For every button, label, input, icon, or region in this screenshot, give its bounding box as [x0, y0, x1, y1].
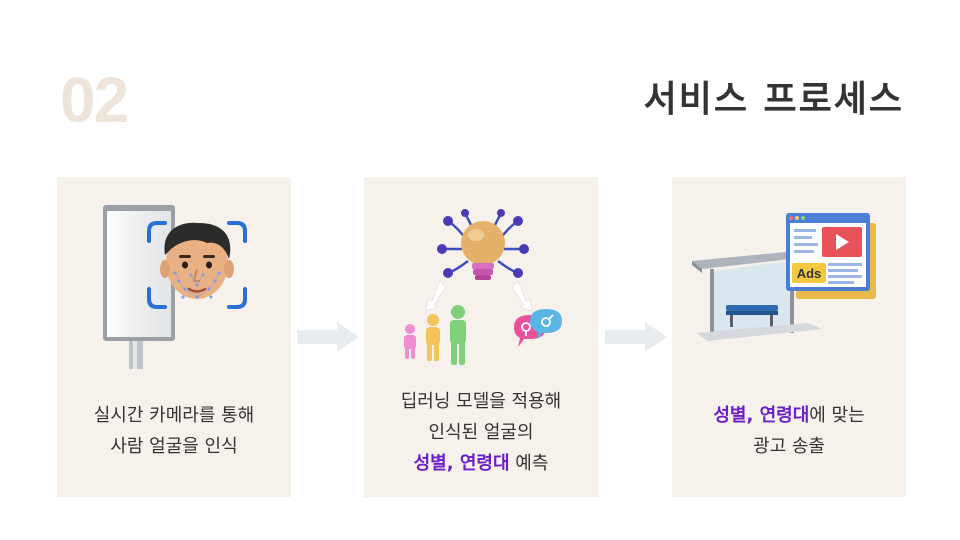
- gender-icon: [514, 309, 562, 347]
- ad-screen-icon: Ads: [786, 213, 876, 299]
- card-description: 실시간 카메라를 통해 사람 얼굴을 인식: [57, 400, 291, 462]
- people-icon: [404, 305, 466, 365]
- card-text-suffix: 에 맞는: [809, 405, 865, 426]
- card-text-line: 사람 얼굴을 인식: [110, 436, 238, 457]
- highlight-text: 성별, 연령대: [413, 453, 510, 474]
- card-description: 성별, 연령대에 맞는 광고 송출: [672, 400, 906, 462]
- card-text-line: 실시간 카메라를 통해: [93, 405, 255, 426]
- card-text-line: 성별, 연령대에 맞는: [672, 400, 906, 431]
- card-text-line: 성별, 연령대 예측: [364, 448, 598, 479]
- highlight-text: 성별, 연령대: [713, 405, 810, 426]
- card-description: 딥러닝 모델을 적용해 인식된 얼굴의 성별, 연령대 예측: [364, 386, 598, 479]
- card-text-suffix: 예측: [509, 453, 549, 474]
- process-card-face-recognition: 실시간 카메라를 통해 사람 얼굴을 인식: [57, 177, 291, 497]
- arrow-right-icon: [297, 322, 359, 352]
- face-scan-icon: [103, 205, 247, 369]
- bus-stop-icon: [692, 251, 822, 341]
- card-text-line: 딥러닝 모델을 적용해: [400, 391, 562, 412]
- lightbulb-network-icon: [437, 209, 529, 280]
- step-number: 02: [60, 64, 129, 136]
- process-card-ad-display: Ads 성별, 연령대에 맞는 광고 송출: [672, 177, 906, 497]
- card-text-line: 광고 송출: [753, 436, 825, 457]
- card-text-line: 인식된 얼굴의: [428, 422, 534, 443]
- process-card-prediction: 딥러닝 모델을 적용해 인식된 얼굴의 성별, 연령대 예측: [364, 177, 598, 497]
- ads-label: Ads: [797, 266, 822, 281]
- page-title: 서비스 프로세스: [643, 79, 904, 120]
- arrow-right-icon: [605, 322, 667, 352]
